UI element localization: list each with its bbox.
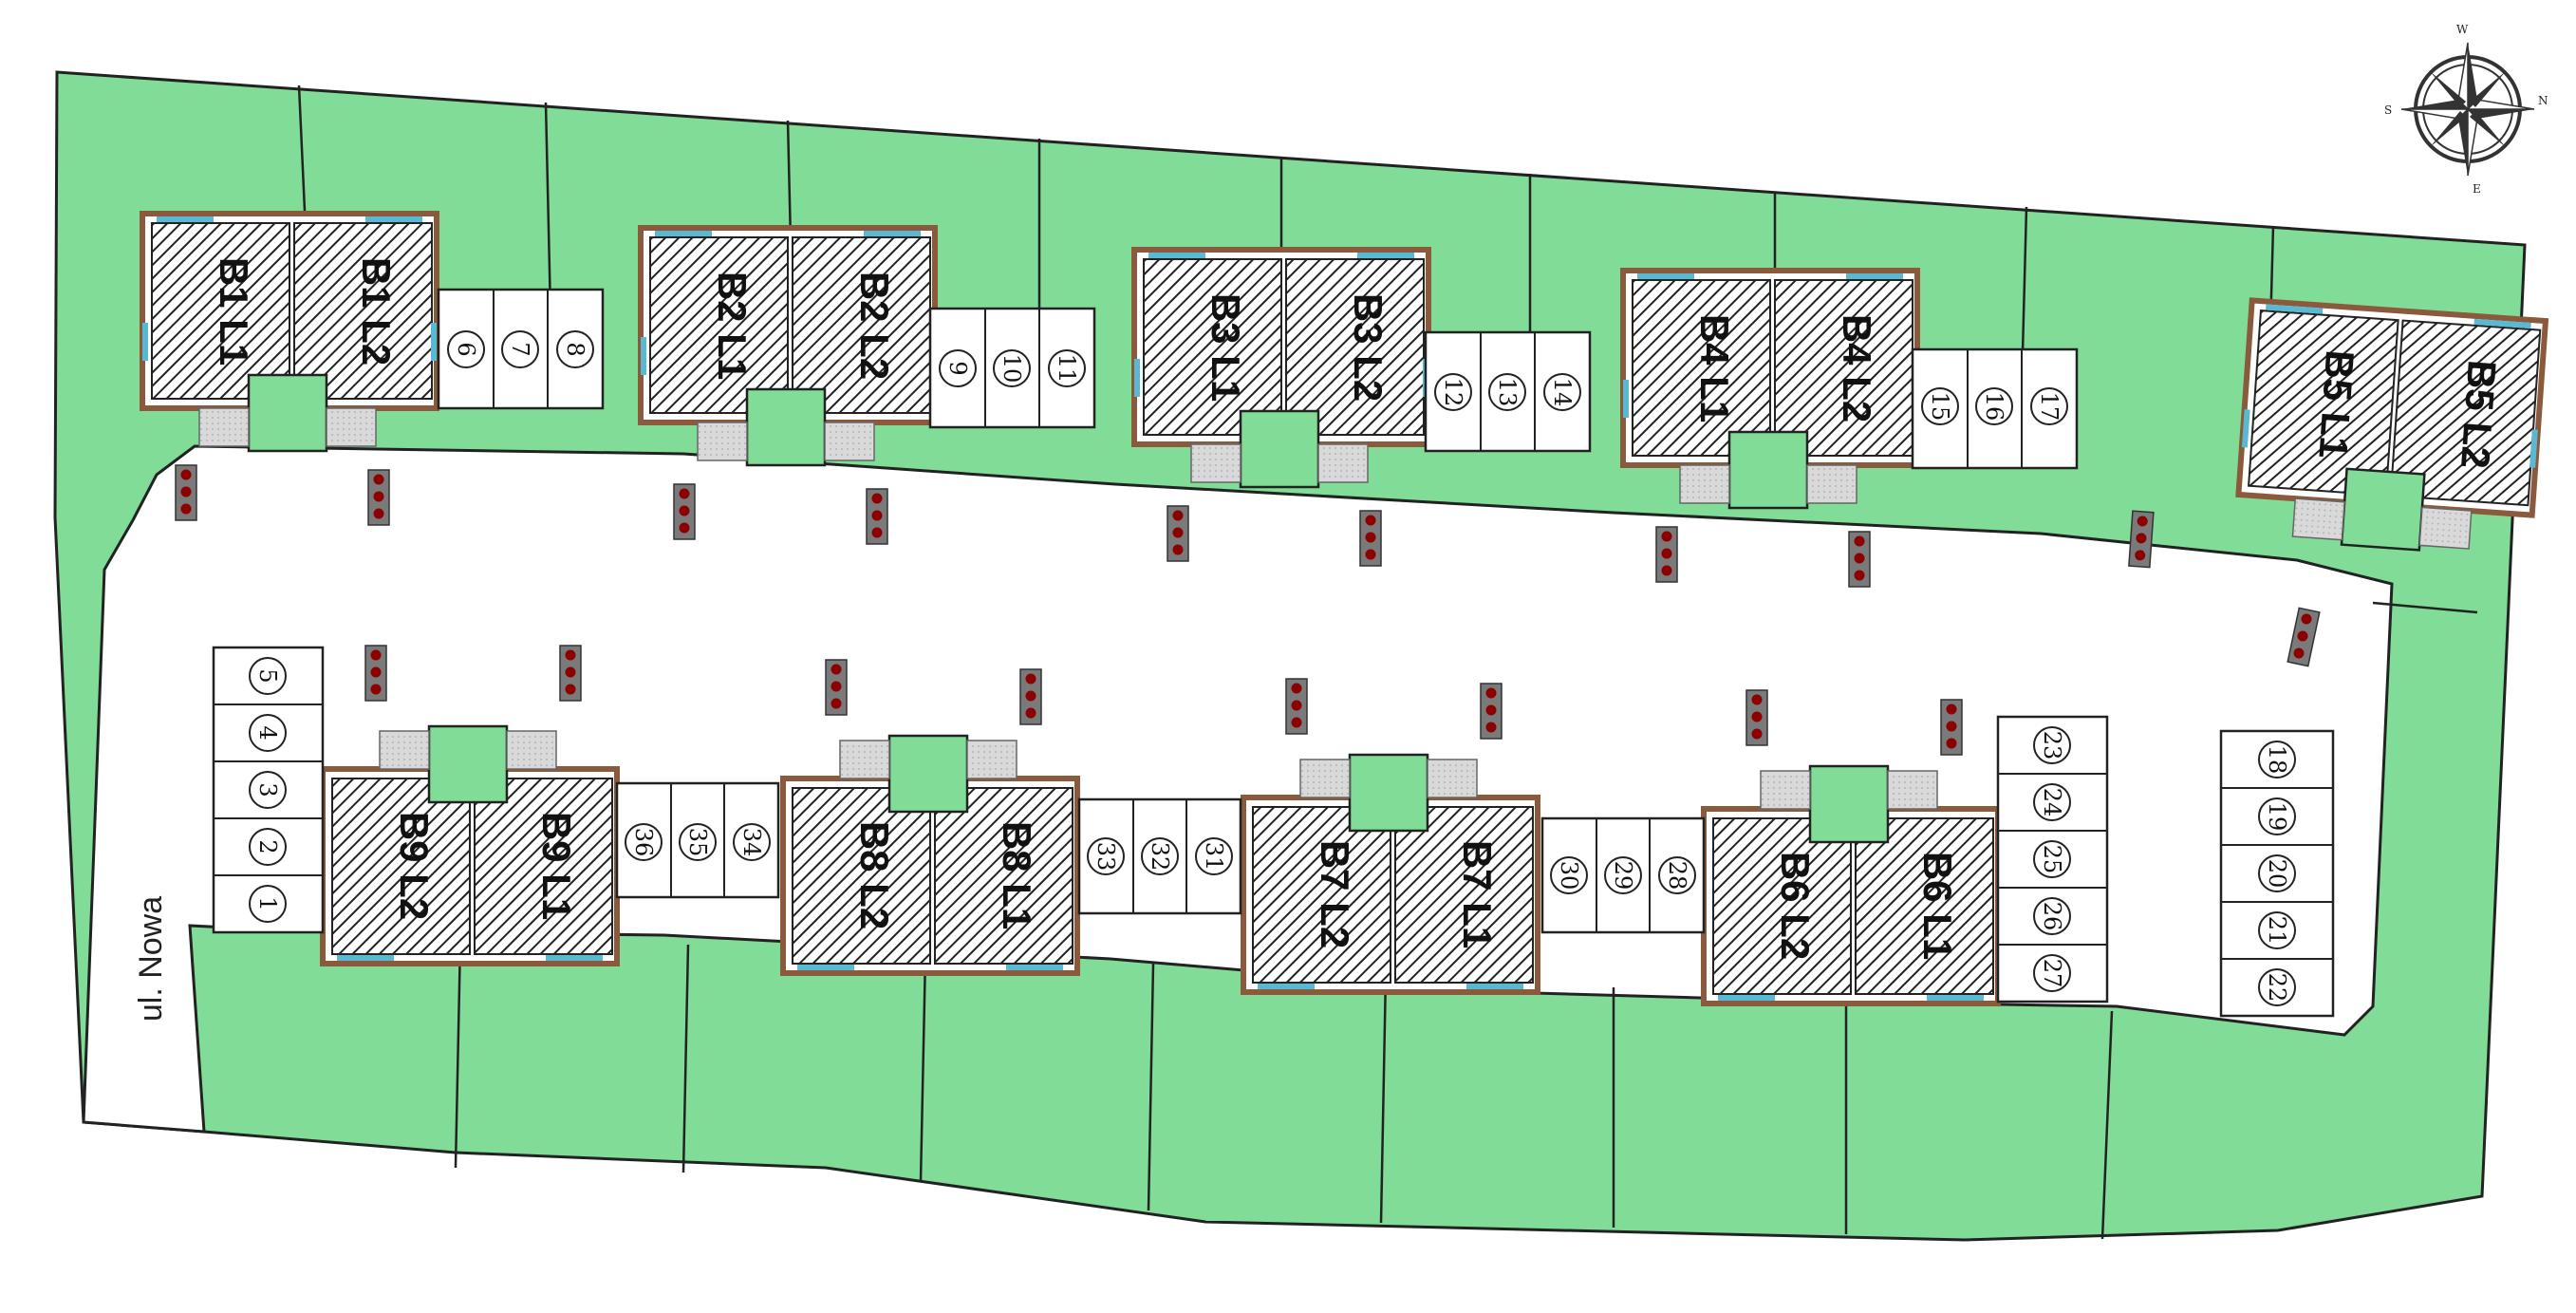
parking-group-18-22: 18 19 20 21 22 [2219, 729, 2335, 1018]
parking-number: 8 [562, 342, 588, 356]
parking-number: 2 [254, 839, 281, 853]
parking-number: 4 [254, 725, 281, 740]
parking-number: 6 [453, 342, 479, 356]
parking-number: 16 [1981, 392, 2007, 422]
parking-number: 25 [2039, 845, 2065, 874]
house-label-b7-l1: B7 L1 [1455, 840, 1500, 948]
house-label-b6-l2: B6 L2 [1773, 852, 1818, 960]
compass-n-label: N [2538, 94, 2548, 107]
parking-number: 7 [507, 342, 533, 356]
parking-number: 20 [2264, 859, 2290, 889]
house-label-b3-l1: B3 L1 [1204, 293, 1248, 402]
parking-group-6-8: 6 7 8 [437, 288, 605, 410]
compass-s-label: S [2384, 103, 2392, 117]
parking-group-9-11: 9 10 11 [928, 307, 1096, 429]
parking-number: 33 [1092, 842, 1119, 872]
parking-group-1-5: 5 4 3 2 1 [212, 646, 325, 934]
parking-group-34-36: 36 35 34 [615, 781, 780, 899]
house-block-b6: B6 L2 B6 L1 [1701, 689, 2001, 1006]
parking-number: 9 [944, 361, 971, 375]
parking-number: 17 [2036, 392, 2063, 422]
house-block-b9: B9 L2 B9 L1 [320, 645, 620, 966]
parking-number: 24 [2039, 788, 2065, 817]
parking-number: 29 [1610, 861, 1636, 891]
parking-group-12-14: 12 13 14 [1424, 330, 1592, 453]
parking-number: 5 [254, 668, 281, 683]
parking-group-28-30: 30 29 28 [1540, 816, 1706, 934]
house-label-b7-l2: B7 L2 [1313, 840, 1357, 948]
house-label-b5-l1: B5 L1 [2310, 348, 2362, 460]
parking-number: 36 [630, 828, 657, 857]
parking-number: 32 [1147, 842, 1173, 872]
house-label-b9-l1: B9 L1 [534, 812, 579, 920]
compass-e-label: E [2473, 182, 2481, 196]
parking-number: 1 [254, 896, 281, 910]
house-block-b4: B4 L1 B4 L2 [1620, 268, 1920, 588]
compass-w-label: W [2456, 23, 2469, 36]
house-block-b2: B2 L1 B2 L2 [638, 225, 938, 545]
house-label-b9-l2: B9 L2 [392, 812, 437, 920]
house-label-b8-l1: B8 L1 [995, 821, 1039, 929]
parking-number: 28 [1664, 861, 1690, 891]
parking-number: 30 [1556, 861, 1582, 891]
parking-number: 35 [684, 828, 711, 857]
parking-number: 27 [2039, 959, 2065, 988]
parking-group-31-33: 33 32 31 [1077, 797, 1242, 915]
house-label-b1-l2: B1 L2 [354, 257, 399, 366]
house-label-b1-l1: B1 L1 [212, 257, 256, 366]
parking-number: 13 [1494, 378, 1521, 407]
house-label-b2-l2: B2 L2 [852, 272, 897, 380]
parking-number: 10 [999, 354, 1025, 384]
parking-number: 18 [2264, 745, 2290, 775]
compass-rose-icon: W N E S [2384, 23, 2548, 196]
parking-number: 11 [1054, 354, 1080, 384]
house-label-b5-l2: B5 L2 [2453, 359, 2505, 470]
house-label-b4-l1: B4 L1 [1692, 314, 1737, 422]
house-label-b8-l2: B8 L2 [852, 821, 897, 929]
parking-number: 26 [2039, 902, 2065, 931]
parking-number: 19 [2264, 802, 2290, 832]
parking-number: 14 [1549, 378, 1576, 407]
house-block-b7: B7 L2 B7 L1 [1241, 678, 1540, 995]
parking-number: 12 [1440, 378, 1466, 407]
house-label-b3-l2: B3 L2 [1346, 293, 1391, 402]
house-block-b1: B1 L1 B1 L2 [140, 211, 439, 526]
parking-number: 15 [1927, 392, 1953, 422]
parking-group-23-27: 23 24 25 26 27 [1996, 715, 2109, 1004]
parking-number: 3 [254, 782, 281, 797]
house-block-b5: B5 L1 B5 L2 [2128, 297, 2549, 569]
street-label: ul. Nowa [133, 896, 169, 1022]
parking-group-15-17: 15 16 17 [1911, 347, 2079, 470]
parking-number: 31 [1201, 842, 1227, 872]
parking-number: 34 [738, 828, 765, 857]
house-label-b2-l1: B2 L1 [710, 272, 755, 380]
house-label-b4-l2: B4 L2 [1835, 314, 1879, 422]
parking-number: 22 [2264, 973, 2290, 1003]
house-label-b6-l1: B6 L1 [1915, 852, 1960, 960]
parking-number: 21 [2264, 916, 2290, 946]
parking-number: 23 [2039, 731, 2065, 760]
house-block-b8: B8 L2 B8 L1 [780, 659, 1080, 976]
house-block-b3: B3 L1 B3 L2 [1131, 247, 1431, 567]
